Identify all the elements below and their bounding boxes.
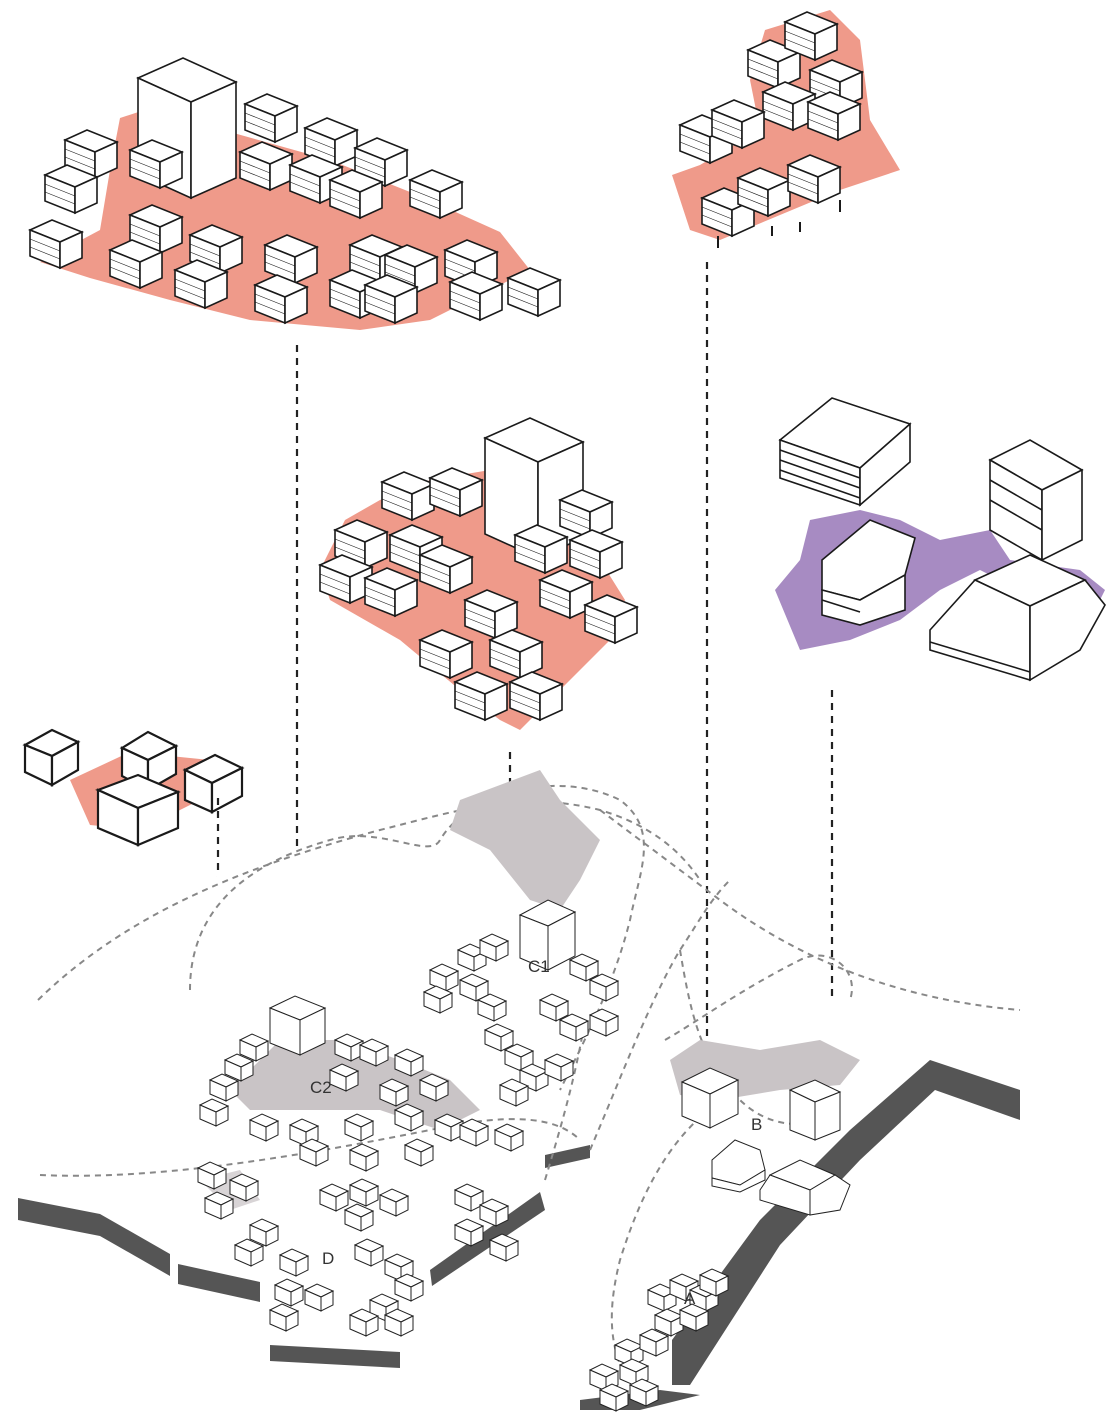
cluster-b-detail <box>775 398 1105 680</box>
label-b: B <box>751 1115 762 1134</box>
cluster-d-detail <box>25 730 242 845</box>
label-c2: C2 <box>310 1078 332 1097</box>
site-base <box>18 770 1020 1411</box>
cluster-a-detail <box>672 10 900 248</box>
cluster-c1-detail <box>320 418 637 730</box>
cluster-c2-detail <box>30 58 560 330</box>
label-c1: C1 <box>528 957 550 976</box>
label-d: D <box>322 1249 334 1268</box>
label-a: A <box>684 1289 696 1308</box>
